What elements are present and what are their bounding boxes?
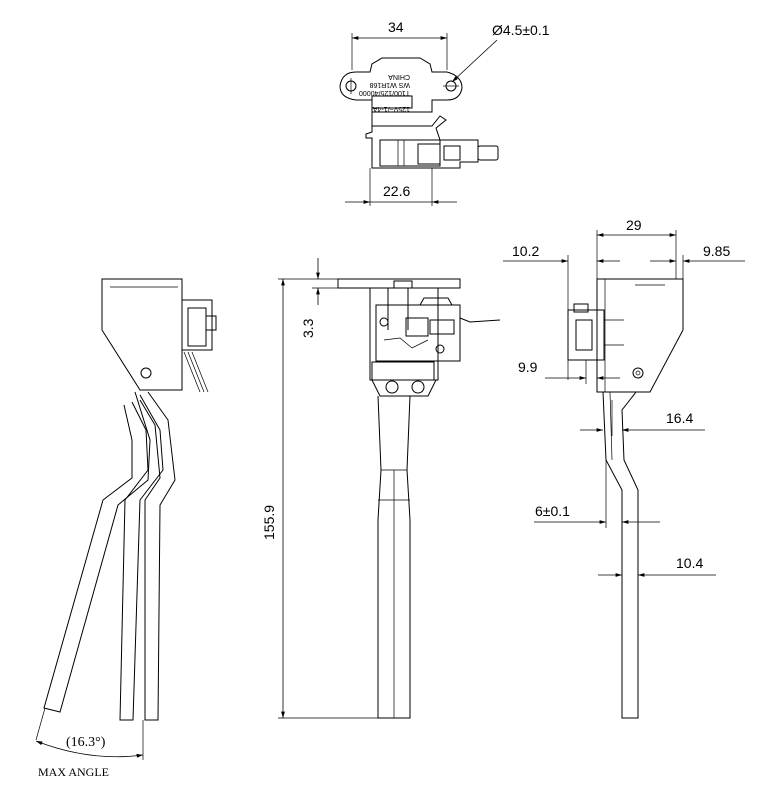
dim-hole-diameter: Ø4.5±0.1	[492, 22, 550, 38]
top-view: 34 Ø4.5±0.1 CHINA WS W1R168 T100/125/400…	[339, 19, 550, 206]
housing	[101, 278, 183, 391]
dim-top-width: 34	[388, 19, 404, 35]
dim-lever-width: 16.4	[666, 410, 693, 426]
dim-lever-tip: 10.4	[676, 555, 703, 571]
dim-angle: (16.3°)	[66, 735, 106, 750]
left-view: (16.3°) MAX ANGLE	[35, 278, 217, 779]
hole-leader	[451, 39, 498, 83]
dim-side-mid: 9.9	[518, 359, 538, 375]
side-switch-left	[567, 309, 605, 361]
side-lever	[602, 391, 639, 719]
dim-offset: 3.3	[300, 318, 316, 338]
svg-text:WS W1R168: WS W1R168	[369, 81, 410, 88]
max-angle-label: MAX ANGLE	[38, 765, 109, 779]
svg-text:125V~/1-4A: 125V~/1-4A	[373, 105, 410, 112]
switch-label-plate	[371, 95, 413, 109]
lever-max-angle	[43, 391, 151, 713]
front-switch	[375, 304, 461, 362]
front-view: 155.9 3.3	[261, 258, 501, 719]
mount-plate	[339, 57, 463, 113]
terminal-tab	[477, 145, 499, 161]
dim-lever-tol: 6±0.1	[535, 503, 570, 519]
side-housing	[596, 278, 684, 393]
pivot-screw	[140, 367, 152, 379]
dim-top-bottom-width: 22.6	[383, 183, 410, 199]
angle-arc	[35, 740, 144, 758]
svg-text:T100/125/40000: T100/125/40000	[359, 89, 410, 96]
lever-vertical	[139, 391, 176, 721]
svg-text:CHINA: CHINA	[388, 73, 410, 80]
dim-side-left: 10.2	[512, 243, 539, 259]
side-switch	[181, 299, 213, 351]
dim-overall-length: 155.9	[261, 505, 277, 540]
dim-side-width: 29	[626, 217, 642, 233]
switch-printed-text: CHINA WS W1R168 T100/125/40000 125V~/1-4…	[359, 73, 410, 112]
dim-side-right: 9.85	[703, 243, 730, 259]
front-plate	[337, 278, 461, 289]
side-view: 29 10.2 9.85 9.9 16.4	[503, 217, 745, 719]
